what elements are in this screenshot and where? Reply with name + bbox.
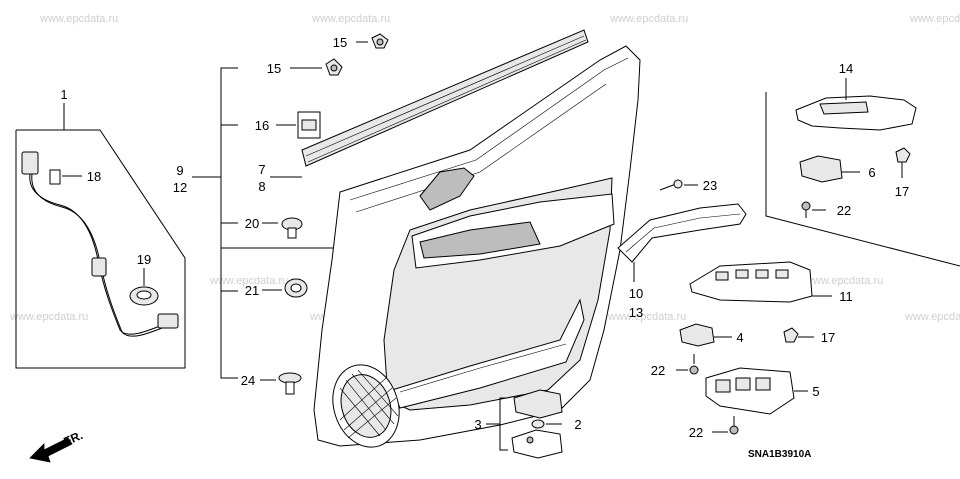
clip-24 [278, 372, 302, 395]
callout-14: 14 [839, 61, 853, 76]
callout-24: 24 [241, 373, 255, 388]
clip-16 [297, 111, 321, 139]
callout-22-upper: 22 [837, 203, 851, 218]
callout-4: 4 [736, 330, 743, 345]
watermark: www.epcdata.ru [9, 311, 88, 323]
callout-17-lower: 17 [821, 330, 835, 345]
screw-23 [659, 179, 698, 191]
front-direction-arrow: FR. [29, 428, 85, 463]
callout-16: 16 [255, 118, 269, 133]
watermark: www.epcdata.ru [39, 13, 118, 25]
callout-8: 8 [258, 179, 265, 194]
clip-20 [281, 217, 303, 239]
armrest-cover [617, 203, 747, 263]
callout-18: 18 [87, 169, 101, 184]
screw-22-upper [801, 201, 826, 218]
watermark: www.epcdata.ru [607, 311, 686, 323]
watermark: www.epcdata.ru [209, 275, 288, 287]
callout-22-bottom: 22 [689, 425, 703, 440]
callout-5: 5 [812, 384, 819, 399]
callout-21: 21 [245, 283, 259, 298]
clip-21 [284, 278, 308, 298]
fastener-bracket [192, 41, 368, 381]
handle-bezel-14 [795, 78, 917, 131]
callout-15-top: 15 [333, 35, 347, 50]
watermark: www.epcdata.ru [909, 13, 960, 25]
window-molding [301, 29, 589, 167]
callout-23: 23 [703, 178, 717, 193]
callout-15: 15 [267, 61, 281, 76]
clip-15-top [371, 33, 389, 49]
master-switch [705, 367, 808, 415]
switch-6 [799, 155, 860, 183]
switch-4 [679, 323, 732, 347]
callout-10: 10 [629, 286, 643, 301]
callout-9: 9 [176, 163, 183, 178]
watermark: www.epcdata.ru [804, 275, 883, 287]
direction-label: FR. [62, 428, 85, 449]
diagram-code: SNA1B3910A [748, 449, 811, 460]
callout-2: 2 [574, 417, 581, 432]
callout-20: 20 [245, 216, 259, 231]
screw-22-bottom [712, 416, 739, 435]
clip-17-upper [895, 147, 911, 178]
callout-3: 3 [474, 417, 481, 432]
callout-12: 12 [173, 180, 187, 195]
screw-22-mid [676, 354, 699, 375]
callout-17-upper: 17 [895, 184, 909, 199]
power-window-panel [689, 261, 832, 303]
upper-right-bracket [765, 92, 960, 267]
callout-6: 6 [868, 165, 875, 180]
clip-15 [325, 58, 343, 76]
watermark: www.epcdata.ru [311, 13, 390, 25]
callout-13: 13 [629, 305, 643, 320]
callout-22-mid: 22 [651, 363, 665, 378]
door-lining-panel [313, 45, 641, 448]
callout-1: 1 [60, 87, 67, 102]
callout-7: 7 [258, 162, 265, 177]
callout-11: 11 [839, 289, 853, 304]
callout-19: 19 [137, 252, 151, 267]
lock-switch-group [486, 389, 563, 459]
watermark: www.epcdata.ru [609, 13, 688, 25]
watermark: www.epcdata.ru [904, 311, 960, 323]
clip-17-lower [783, 327, 814, 343]
wire-harness-group [15, 103, 186, 369]
